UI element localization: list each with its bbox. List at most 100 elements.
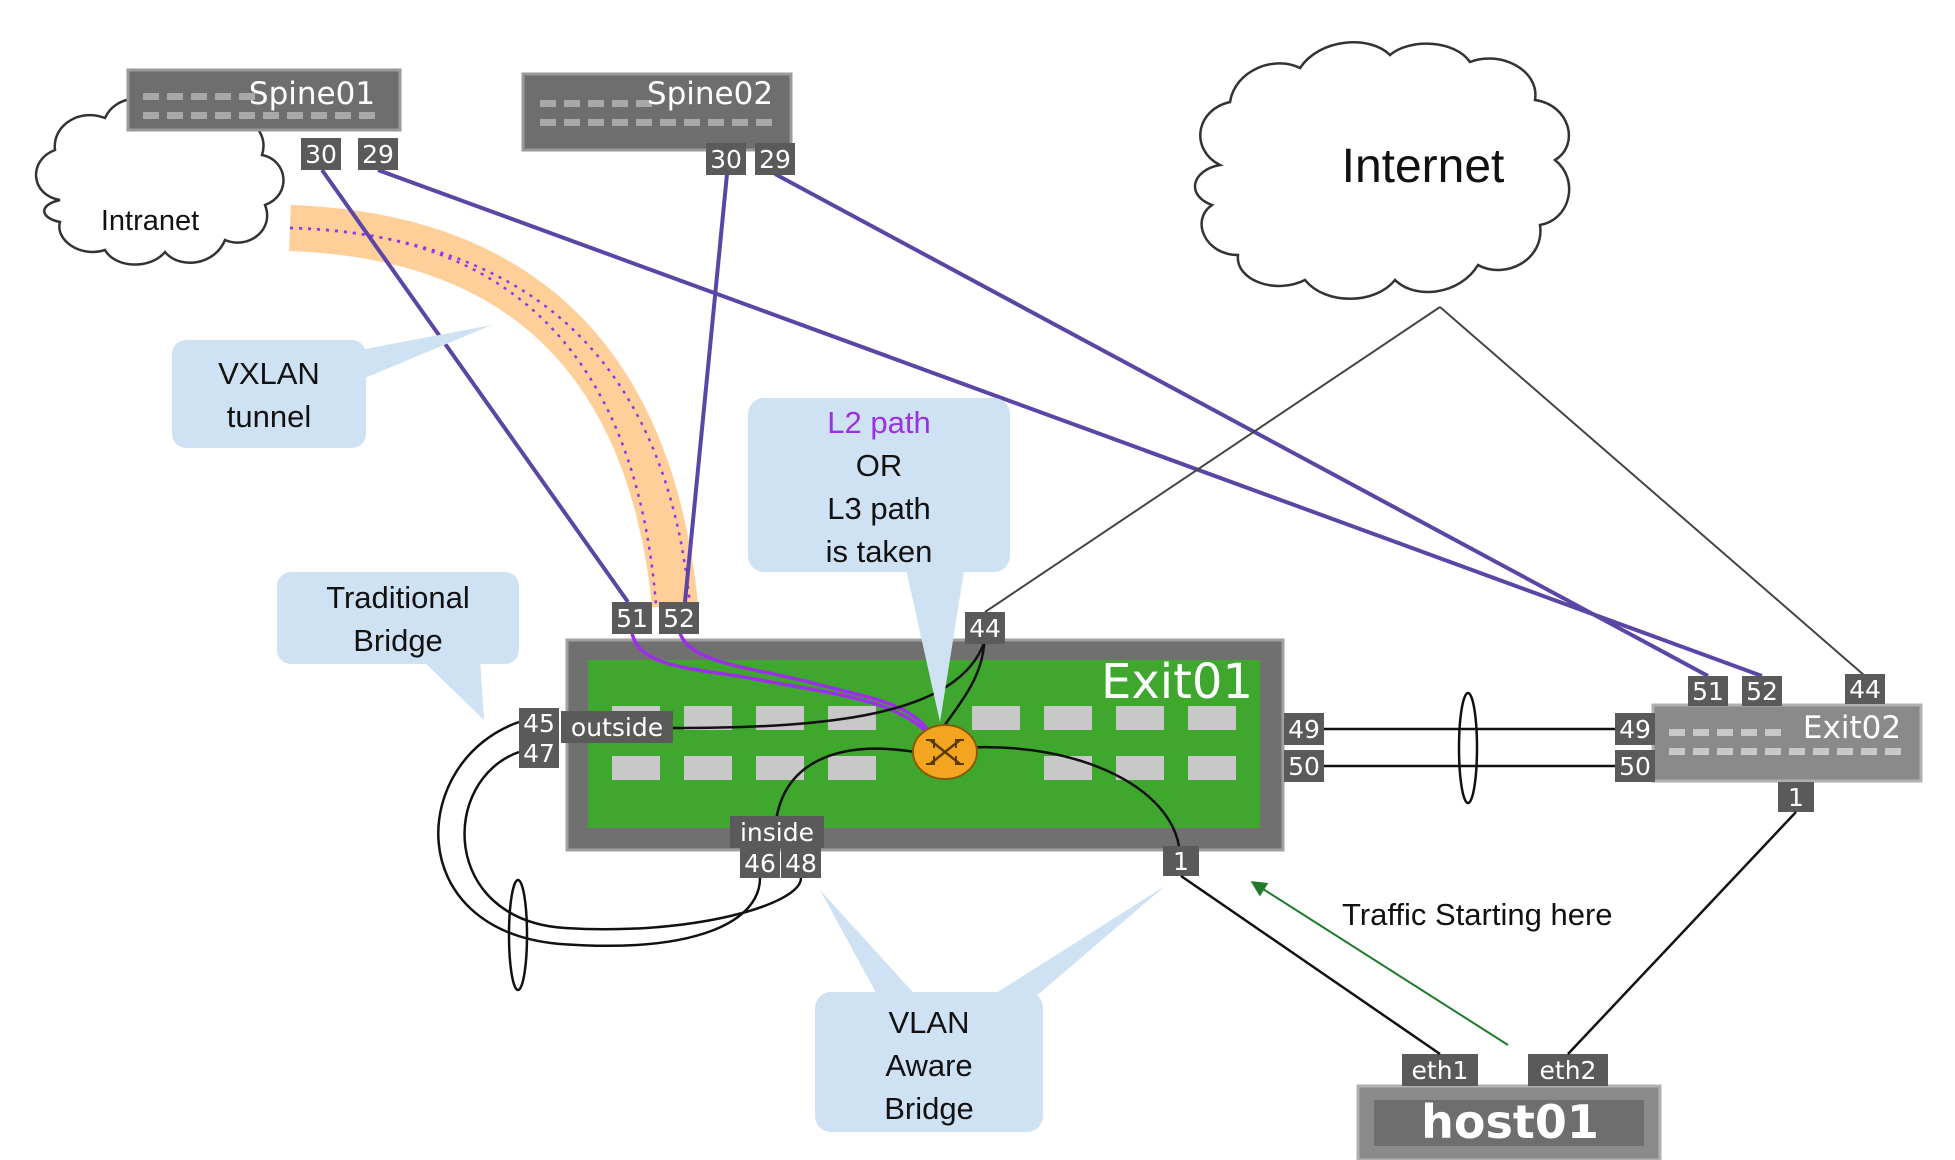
- purple-links: [320, 168, 1763, 678]
- exit01-internal-links: [630, 629, 1182, 859]
- svg-text:eth2: eth2: [1540, 1056, 1597, 1085]
- callout-vlan-line1: VLAN: [889, 1005, 970, 1040]
- exit02-port-44: 44: [1845, 674, 1885, 704]
- exit01-switch: Exit01: [565, 638, 1285, 852]
- svg-text:50: 50: [1288, 752, 1320, 781]
- svg-text:29: 29: [759, 145, 791, 174]
- exit01-port-inside: inside: [730, 816, 824, 848]
- spine01-port-29: 29: [358, 138, 398, 170]
- link-outside-to-44: [671, 639, 987, 730]
- svg-text:52: 52: [1746, 677, 1778, 706]
- peerlink-bond: [1457, 691, 1479, 805]
- intranet-cloud: Intranet: [34, 97, 285, 266]
- svg-text:eth1: eth1: [1412, 1056, 1469, 1085]
- callout-path-or: OR: [856, 448, 903, 483]
- exit01-port-44: 44: [965, 612, 1005, 644]
- svg-text:44: 44: [969, 614, 1001, 643]
- svg-text:44: 44: [1849, 675, 1881, 704]
- internet-links: [984, 306, 1866, 677]
- exit01-port-52: 52: [659, 602, 699, 634]
- bridge-loop-bond: [507, 878, 529, 992]
- svg-text:1: 1: [1788, 783, 1804, 812]
- svg-text:1: 1: [1173, 847, 1189, 876]
- svg-text:47: 47: [523, 739, 555, 768]
- exit01-port-48: 48: [781, 848, 821, 878]
- exit01-port-outside: outside: [561, 711, 673, 743]
- callout-vxlan-line2: tunnel: [227, 399, 311, 434]
- callout-traditional-line1: Traditional: [326, 580, 470, 615]
- exit01-port-1: 1: [1163, 846, 1199, 876]
- intranet-label: Intranet: [101, 205, 199, 237]
- bridge-loop-cables: [437, 720, 803, 948]
- exit01-port-47: 47: [519, 738, 559, 768]
- svg-text:29: 29: [362, 140, 394, 169]
- callout-traditional: Traditional Bridge: [277, 572, 519, 720]
- link-spine02-29-exit02-51: [774, 172, 1709, 678]
- vxlan-tunnel-dots-2: [289, 226, 692, 606]
- traffic-label: Traffic Starting here: [1342, 897, 1613, 932]
- callout-path-l2: L2 path: [827, 405, 930, 440]
- callout-path-l3b: is taken: [826, 534, 933, 569]
- svg-text:45: 45: [523, 709, 555, 738]
- internet-label: Internet: [1342, 140, 1505, 193]
- spine02-port-30: 30: [706, 143, 746, 175]
- callout-vlan-aware: VLAN Aware Bridge: [815, 886, 1165, 1132]
- svg-text:30: 30: [710, 145, 742, 174]
- exit01-port-45: 45: [519, 708, 559, 738]
- link-exit01-1-host-eth1: [1180, 874, 1441, 1056]
- link-bridge-inside: [773, 747, 916, 831]
- link-exit02-1-host-eth2: [1567, 811, 1797, 1055]
- spine01-label: Spine01: [249, 76, 375, 112]
- svg-text:49: 49: [1288, 715, 1320, 744]
- link-internet-exit01-44: [984, 306, 1441, 613]
- link-spine01-30-exit01-51: [320, 168, 630, 604]
- host-links: [1180, 811, 1797, 1056]
- spine01-switch: Spine01: [126, 68, 402, 132]
- callout-path: L2 path OR L3 path is taken: [748, 398, 1010, 722]
- l2-path-51: [630, 632, 937, 742]
- internet-cloud: Internet: [1193, 41, 1571, 300]
- svg-text:46: 46: [744, 849, 776, 878]
- host01-server: host01: [1356, 1084, 1662, 1160]
- callout-path-l3a: L3 path: [827, 491, 930, 526]
- callout-traditional-line2: Bridge: [353, 623, 443, 658]
- host01-label: host01: [1421, 1095, 1599, 1149]
- callout-vxlan: VXLAN tunnel: [172, 325, 492, 448]
- svg-text:51: 51: [616, 604, 648, 633]
- svg-text:49: 49: [1619, 715, 1651, 744]
- svg-text:48: 48: [785, 849, 817, 878]
- link-internet-exit02-44: [1439, 306, 1866, 677]
- svg-text:51: 51: [1692, 677, 1724, 706]
- svg-text:50: 50: [1619, 752, 1651, 781]
- callout-vlan-line3: Bridge: [884, 1091, 974, 1126]
- exit02-port-1: 1: [1778, 782, 1814, 812]
- traffic-arrow: [1250, 881, 1509, 1046]
- svg-text:52: 52: [663, 604, 695, 633]
- peerlink-cables: [1324, 727, 1615, 768]
- exit02-port-50: 50: [1615, 750, 1655, 782]
- exit02-switch: Exit02: [1651, 703, 1923, 783]
- spine02-switch: Spine02: [521, 72, 793, 152]
- exit02-port-52: 52: [1742, 676, 1782, 706]
- host01-port-eth2: eth2: [1528, 1054, 1608, 1086]
- exit02-label: Exit02: [1803, 710, 1901, 746]
- svg-text:30: 30: [305, 140, 337, 169]
- link-spine02-30-exit01-52: [683, 173, 729, 603]
- exit02-port-51: 51: [1688, 676, 1728, 706]
- callout-vxlan-line1: VXLAN: [218, 356, 320, 391]
- spine02-label: Spine02: [647, 76, 773, 112]
- link-spine01-29-exit02-52: [377, 168, 1763, 678]
- exit01-port-49: 49: [1284, 713, 1324, 745]
- host01-port-eth1: eth1: [1402, 1054, 1478, 1086]
- callout-vlan-line2: Aware: [885, 1048, 972, 1083]
- exit01-port-51: 51: [612, 602, 652, 634]
- exit02-port-49: 49: [1615, 713, 1655, 745]
- svg-text:outside: outside: [571, 713, 663, 742]
- exit01-port-46: 46: [740, 848, 780, 878]
- spine01-port-30: 30: [301, 138, 341, 170]
- svg-text:inside: inside: [740, 818, 814, 847]
- spine02-port-29: 29: [755, 143, 795, 175]
- exit01-label: Exit01: [1101, 654, 1253, 710]
- exit01-port-50: 50: [1284, 750, 1324, 782]
